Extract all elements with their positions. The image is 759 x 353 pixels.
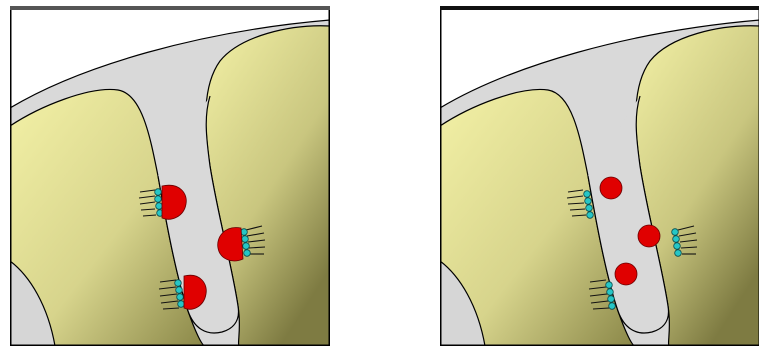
diagram-panel-right — [440, 6, 759, 346]
panel-right-svg — [440, 6, 759, 346]
panel-top-edge — [10, 6, 330, 10]
panel-left-svg — [10, 6, 330, 346]
droplet-free-2 — [638, 225, 660, 247]
droplet-free-3 — [615, 263, 637, 285]
droplet-free-1 — [600, 177, 622, 199]
diagram-panel-left — [10, 6, 330, 346]
panel-top-edge — [440, 6, 759, 10]
